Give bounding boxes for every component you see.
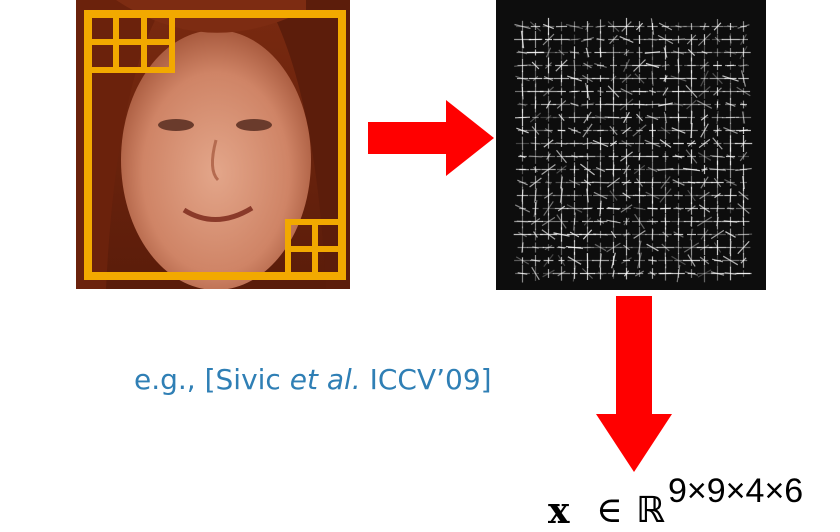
formula-exponent: 9×9×4×6 (668, 472, 803, 511)
arrow-right-icon (368, 100, 494, 176)
citation-italic: et al. (290, 363, 361, 396)
hog-descriptor-image (496, 0, 766, 290)
face-photo (76, 0, 350, 289)
formula-real-field: ℝ (636, 490, 665, 531)
formula-element-of: ∈ (596, 490, 623, 531)
feature-vector-formula: x ∈ ℝ 9×9×4×6 (548, 470, 838, 530)
citation-prefix: e.g., [Sivic (134, 363, 290, 396)
arrow-down-icon (596, 296, 672, 472)
formula-vector: x (548, 490, 569, 532)
hog-background (496, 0, 766, 290)
citation-text: e.g., [Sivic et al. ICCV’09] (134, 360, 492, 400)
citation-suffix: ICCV’09] (361, 363, 492, 396)
